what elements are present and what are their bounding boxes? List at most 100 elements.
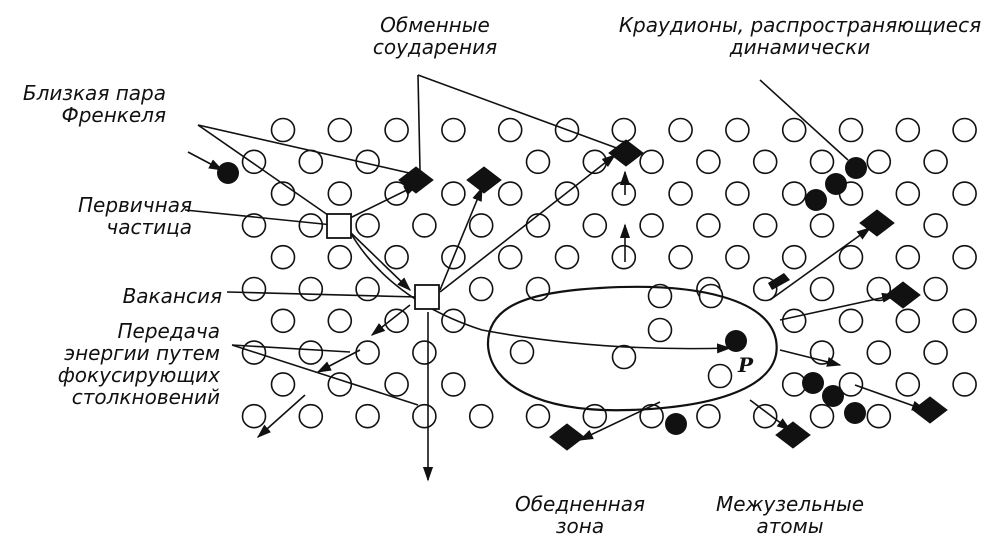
pointer-line xyxy=(759,79,849,161)
pointer-line xyxy=(197,124,419,176)
lattice-atom xyxy=(866,403,892,429)
lattice-atom xyxy=(866,340,892,365)
lattice-atom xyxy=(441,117,466,143)
pointer-line xyxy=(417,74,623,151)
interstitial-atom xyxy=(845,157,867,179)
crowdions-label: Краудионы, распространяющиеся динамическ… xyxy=(618,13,982,59)
lattice-atom xyxy=(809,213,835,238)
close-frenkel-pair-label: Близкая пара Френкеля xyxy=(22,81,166,127)
lattice-atom xyxy=(895,308,921,334)
trajectory-arrow xyxy=(779,292,897,321)
lattice-atom xyxy=(611,117,637,143)
pointer-lines xyxy=(184,74,927,482)
lattice-atom xyxy=(725,244,750,270)
interstitial-atom xyxy=(665,413,687,435)
trajectory-arrow xyxy=(256,394,306,438)
lattice-atom xyxy=(384,181,409,206)
lattice-atom xyxy=(355,403,380,429)
exchanged-atom-marker xyxy=(885,281,921,309)
trajectory-arrow xyxy=(779,349,842,367)
lattice-atom xyxy=(611,181,637,206)
lattice-atom xyxy=(838,308,864,334)
interstitial-atom xyxy=(822,385,844,407)
trajectory-arrow xyxy=(349,231,412,292)
depleted-zone-outline xyxy=(486,285,778,412)
lattice-atom xyxy=(298,340,324,365)
lattice-atom xyxy=(923,213,948,238)
exchanged-atom-marker xyxy=(775,421,811,449)
lattice-atom xyxy=(298,276,324,302)
lattice-atom xyxy=(639,403,664,429)
point-p-label: P xyxy=(737,353,754,377)
lattice-atom xyxy=(412,403,437,429)
primary-particle-vacancy xyxy=(326,213,352,239)
trajectory-arrow xyxy=(349,231,732,354)
pointer-line xyxy=(184,209,334,226)
trajectory-arrow xyxy=(578,401,661,441)
lattice-atom xyxy=(952,308,977,334)
lattice-atom xyxy=(647,317,673,343)
lattice-atom xyxy=(668,117,693,143)
lattice-atom xyxy=(838,244,864,270)
vacancy-square xyxy=(414,284,440,310)
lattice-atom xyxy=(355,213,380,238)
lattice-atom xyxy=(639,149,664,175)
lattice-atom xyxy=(384,117,409,143)
lattice-atom xyxy=(525,403,551,429)
lattice-atom xyxy=(384,308,409,334)
lattice-atom xyxy=(355,276,380,302)
lattice-atom xyxy=(809,149,835,175)
primary-particle-label: Первичная частица xyxy=(77,193,192,239)
lattice-atom xyxy=(298,213,324,238)
pointer-line xyxy=(417,74,421,171)
trajectory-arrow xyxy=(370,304,411,336)
lattice-atom xyxy=(468,403,494,429)
lattice-atom xyxy=(752,213,778,238)
crowdion-fragment xyxy=(768,273,790,290)
pointer-line xyxy=(231,344,351,353)
lattice-atom xyxy=(952,117,977,143)
lattice-atom xyxy=(895,117,921,143)
lattice-atom xyxy=(497,244,523,270)
lattice-atom xyxy=(554,244,580,270)
lattice-atom xyxy=(781,181,807,206)
lattice-atom xyxy=(497,181,523,206)
lattice-atom xyxy=(327,181,353,206)
lattice-atom xyxy=(412,213,437,238)
trajectory-arrow xyxy=(769,227,872,301)
lattice-atom xyxy=(923,149,948,175)
trajectory-arrow xyxy=(349,184,419,219)
lattice-atom xyxy=(525,213,551,238)
exchanged-atom-marker xyxy=(859,209,895,237)
lattice-atom xyxy=(696,403,721,429)
lattice-atom xyxy=(752,403,778,429)
exchanged-atom-marker xyxy=(608,139,644,167)
lattice-atom xyxy=(270,181,296,206)
lattice-atom xyxy=(468,276,494,302)
lattice-atom xyxy=(639,213,664,238)
lattice-atom xyxy=(270,244,296,270)
interstitial-atom xyxy=(725,330,747,352)
lattice-atom xyxy=(412,340,437,365)
lattice-atom xyxy=(725,117,750,143)
lattice-atom xyxy=(809,276,835,302)
interstitial-atom xyxy=(805,189,827,211)
interstitial-atoms-label: Межузельные атомы xyxy=(715,492,865,538)
lattice-atom xyxy=(441,181,466,206)
lattice-atom xyxy=(355,340,380,365)
lattice-atom xyxy=(497,117,523,143)
lattice-atom xyxy=(952,372,977,397)
lattice-atom xyxy=(509,339,535,365)
lattice-atom xyxy=(355,149,380,175)
trajectory-arrow xyxy=(749,399,792,431)
lattice-atom xyxy=(952,244,977,270)
pointer-line xyxy=(197,124,339,223)
pointer-line xyxy=(231,344,419,406)
trajectory-arrow xyxy=(316,349,361,373)
lattice-atom xyxy=(923,276,948,302)
lattice-atom xyxy=(923,340,948,365)
lattice-atom xyxy=(668,181,693,206)
lattice-atom xyxy=(327,244,353,270)
lattice-atom xyxy=(241,276,267,302)
